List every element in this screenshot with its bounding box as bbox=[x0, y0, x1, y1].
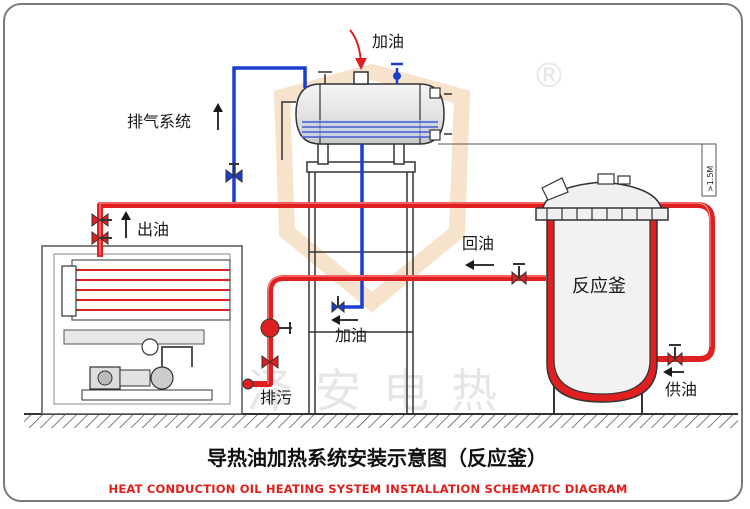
reactor-vessel bbox=[535, 173, 669, 414]
heater-cabinet bbox=[41, 245, 243, 415]
label-oil-supply: 供油 bbox=[665, 380, 697, 399]
exhaust-valve bbox=[225, 163, 243, 183]
brand-watermark: 泽安电热 bbox=[247, 364, 519, 418]
diagram-frame: ® 泽安电热 加 bbox=[3, 3, 743, 502]
label-height-note: >1.5M bbox=[706, 166, 715, 192]
hot-oil-pipes bbox=[97, 202, 715, 387]
return-oil-valve bbox=[511, 263, 527, 286]
watermark-logo: ® 泽安电热 bbox=[247, 56, 566, 418]
label-drain: 排污 bbox=[260, 388, 292, 407]
oil-out-arrowhead bbox=[121, 211, 131, 220]
label-exhaust-system: 排气系统 bbox=[127, 112, 191, 131]
schematic-diagram: ® 泽安电热 加 bbox=[24, 29, 738, 496]
title-chinese: 导热油加热系统安装示意图（反应釜） bbox=[207, 446, 547, 470]
expansion-tank bbox=[281, 62, 452, 165]
registered-mark: ® bbox=[532, 56, 566, 96]
title-english: HEAT CONDUCTION OIL HEATING SYSTEM INSTA… bbox=[109, 482, 628, 496]
feed-pipe-blue bbox=[342, 144, 364, 309]
height-dimension: >1.5M bbox=[438, 143, 717, 197]
label-add-oil-top: 加油 bbox=[372, 32, 404, 51]
ground bbox=[24, 413, 738, 428]
exhaust-arrowhead bbox=[213, 103, 223, 112]
label-oil-out: 出油 bbox=[137, 220, 169, 239]
hot-oil-pipes-highlight bbox=[99, 202, 711, 384]
pump bbox=[260, 318, 292, 338]
label-reactor: 反应釜 bbox=[572, 276, 626, 297]
oil-supply-arrowhead bbox=[663, 367, 672, 377]
label-return-oil: 回油 bbox=[462, 234, 494, 253]
return-oil-arrowhead bbox=[465, 260, 474, 270]
drain-valve bbox=[242, 355, 279, 390]
feed-valve bbox=[331, 296, 345, 314]
exhaust-pipe bbox=[232, 66, 307, 204]
label-add-oil-mid: 加油 bbox=[335, 326, 367, 345]
oil-out-valve bbox=[91, 213, 112, 245]
add-oil-arrowhead bbox=[355, 58, 367, 70]
oil-supply-valve bbox=[667, 344, 683, 367]
add-oil-mid-arrowhead bbox=[331, 315, 340, 325]
